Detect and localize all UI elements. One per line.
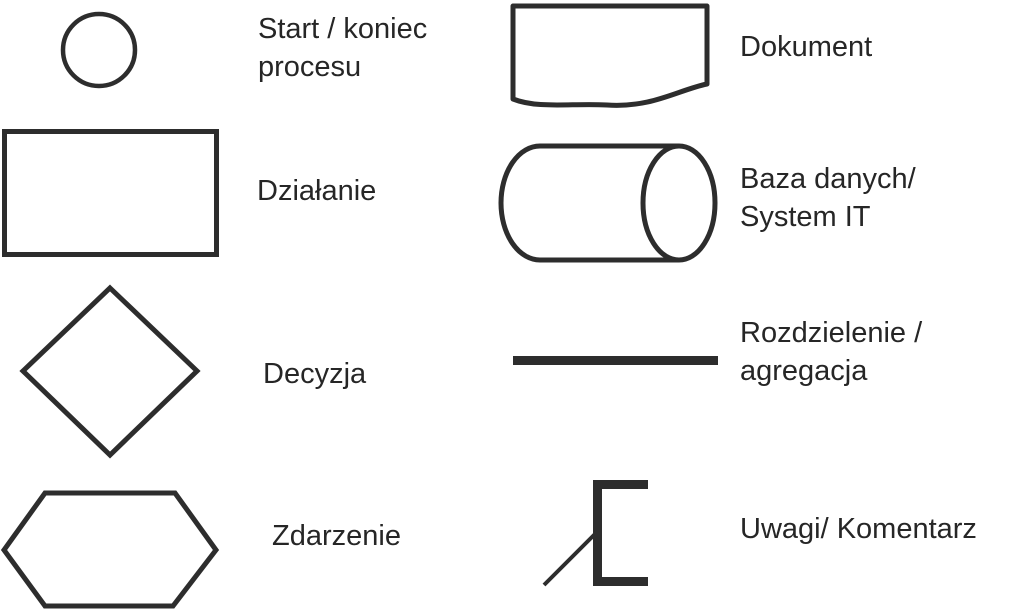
legend-label-document: Dokument xyxy=(740,31,873,63)
action-rectangle-icon xyxy=(2,129,219,257)
legend-label-split-aggregation: Rozdzielenie / agregacja xyxy=(740,317,923,387)
legend-label-decision: Decyzja xyxy=(263,358,367,390)
decision-diamond-icon xyxy=(19,284,201,459)
split-aggregation-bar-icon xyxy=(513,356,718,365)
legend-label-start-end: Start / koniec procesu xyxy=(258,13,428,83)
start-end-circle-icon xyxy=(60,11,138,89)
legend-label-action: Działanie xyxy=(257,175,377,207)
legend-label-comment: Uwagi/ Komentarz xyxy=(740,513,977,545)
comment-bracket-icon xyxy=(542,480,648,587)
legend-label-event: Zdarzenie xyxy=(272,520,401,552)
event-hexagon-icon xyxy=(0,490,220,609)
database-cylinder-icon xyxy=(498,143,718,263)
legend-label-database: Baza danych/ System IT xyxy=(740,163,916,233)
document-icon xyxy=(510,3,710,108)
